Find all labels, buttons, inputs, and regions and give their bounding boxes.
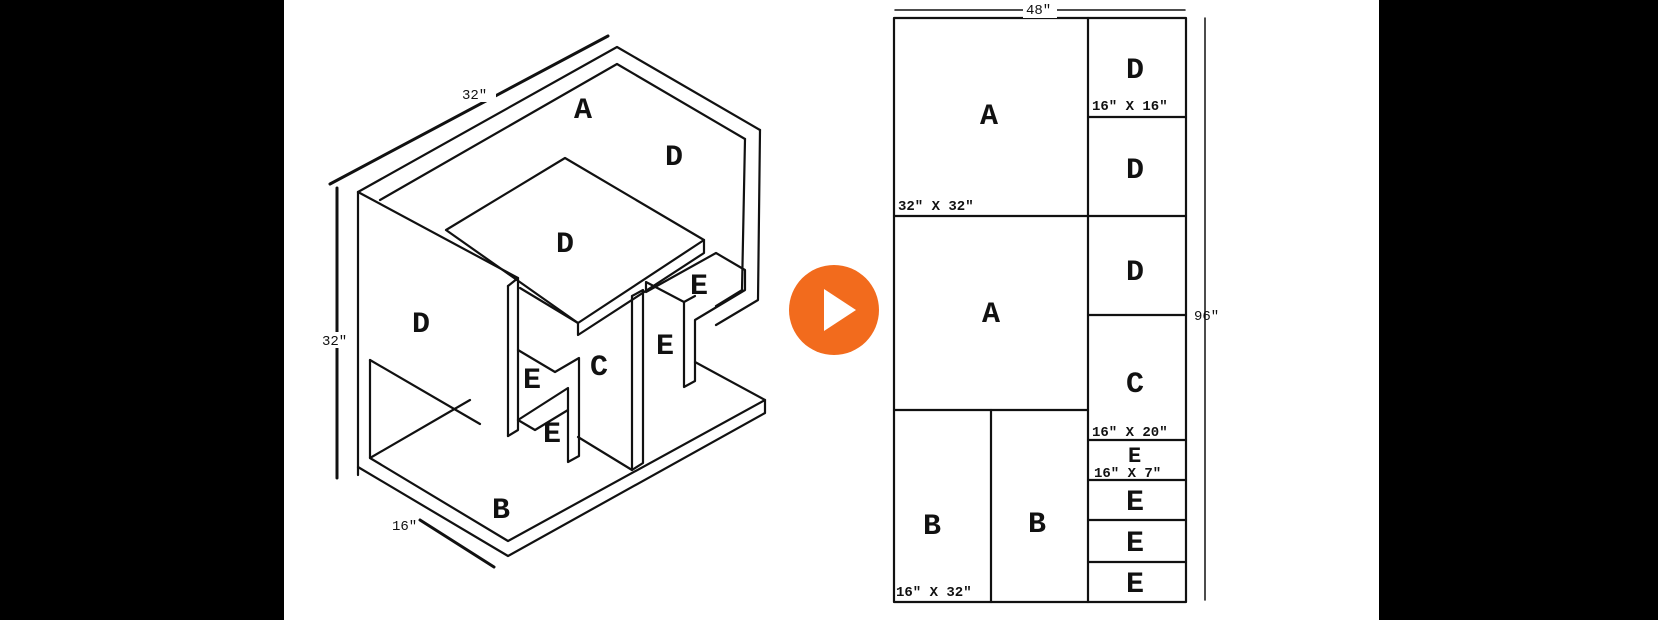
width-dim-bg — [460, 86, 496, 102]
piece-e4-label: E — [1126, 568, 1144, 602]
label-d-seat: D — [556, 228, 574, 262]
label-e-low: E — [543, 418, 561, 452]
piece-e1-size: 16" X 7" — [1094, 466, 1161, 482]
lower-e-step-ledge — [516, 408, 570, 432]
isometric-chair-drawing — [328, 34, 767, 569]
piece-d3-label: D — [1126, 256, 1144, 290]
piece-a2-label: A — [982, 298, 1000, 332]
label-e-mid: E — [656, 330, 674, 364]
sheet-height-label: 96" — [1194, 309, 1219, 325]
label-e-top: E — [690, 270, 708, 304]
right-panel-outline — [714, 128, 762, 327]
base-back-edge — [368, 358, 482, 426]
back-panel-inner — [378, 62, 747, 202]
center-divider-bottom — [576, 435, 634, 472]
back-panel-top — [356, 45, 762, 194]
label-d-side: D — [412, 308, 430, 342]
piece-b1-size: 16" X 32" — [896, 585, 972, 601]
cut-sheet-drawing — [892, 9, 1206, 604]
piece-e3-label: E — [1126, 527, 1144, 561]
piece-c-label: C — [1126, 368, 1144, 402]
isometric-labels: 32" 32" 16" A D D D E E E E C B — [320, 86, 708, 535]
label-b: B — [492, 494, 510, 528]
height-dim-label: 32" — [322, 334, 347, 350]
depth-dim-label: 16" — [392, 519, 417, 535]
label-e-left: E — [523, 364, 541, 398]
center-divider — [630, 288, 645, 472]
seat-panel — [444, 156, 706, 325]
piece-e2-label: E — [1126, 486, 1144, 520]
piece-a1-label: A — [980, 100, 998, 134]
piece-e1-label: E — [1128, 444, 1141, 469]
piece-d1-label: D — [1126, 54, 1144, 88]
cut-sheet-labels: 48" 96" A 32" X 32" A D 16" X 16" D D C … — [896, 2, 1219, 602]
label-d-back: D — [665, 141, 683, 175]
width-dim-label: 32" — [462, 88, 487, 104]
play-button[interactable] — [789, 265, 879, 355]
height-dim-bg — [320, 332, 354, 348]
upper-e-shelf — [644, 251, 747, 389]
base-right-edge — [693, 360, 767, 402]
lower-e-step — [516, 348, 581, 464]
piece-b2-label: B — [1028, 508, 1046, 542]
piece-d1-size: 16" X 16" — [1092, 99, 1168, 115]
width-dim-line — [328, 34, 610, 186]
sheet-width-label: 48" — [1026, 3, 1051, 19]
piece-b1-label: B — [923, 510, 941, 544]
label-c: C — [590, 351, 608, 385]
right-panel-inner — [714, 137, 747, 308]
sheet-width-bg — [1023, 2, 1057, 18]
label-a: A — [574, 94, 592, 128]
piece-c-size: 16" X 20" — [1092, 425, 1168, 441]
play-icon — [824, 289, 856, 331]
left-panel-front — [356, 190, 520, 438]
upper-e-edge — [682, 294, 697, 304]
depth-dim-line — [418, 518, 496, 569]
piece-a1-size: 32" X 32" — [898, 199, 974, 215]
seat-left-edge — [518, 286, 580, 325]
seat-thickness — [576, 238, 706, 337]
piece-d2-label: D — [1126, 154, 1144, 188]
